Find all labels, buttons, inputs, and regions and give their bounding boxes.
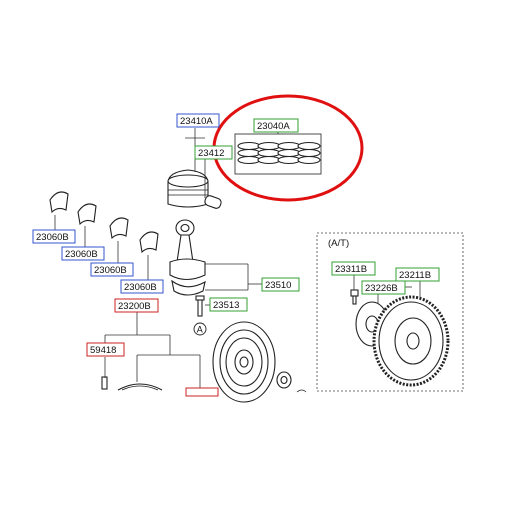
label-partial-red bbox=[185, 387, 219, 397]
label-23226B: 23226B bbox=[361, 280, 406, 295]
label-23311B-text: 23311B bbox=[335, 264, 367, 275]
label-23510-text: 23510 bbox=[265, 280, 291, 291]
label-23060B-4-text: 23060B bbox=[124, 282, 157, 293]
piston-ring-set bbox=[234, 133, 322, 175]
label-23060B-2: 23060B bbox=[61, 246, 105, 261]
label-23060B-1: 23060B bbox=[32, 229, 76, 244]
label-59418-text: 59418 bbox=[90, 345, 116, 356]
label-23513: 23513 bbox=[209, 297, 248, 312]
label-23311B: 23311B bbox=[331, 261, 376, 276]
callout-a: A bbox=[193, 322, 207, 336]
label-23412: 23412 bbox=[194, 145, 233, 160]
leader-lines bbox=[54, 128, 421, 388]
at-inset-frame bbox=[316, 232, 464, 392]
label-23200B: 23200B bbox=[114, 298, 159, 313]
label-23211B: 23211B bbox=[395, 267, 440, 282]
piston bbox=[167, 169, 222, 209]
label-23412-text: 23412 bbox=[198, 148, 224, 159]
bearing-shells bbox=[49, 191, 159, 254]
label-23040A-text: 23040A bbox=[257, 121, 290, 132]
callout-a-letter: A bbox=[197, 325, 203, 335]
crankshaft bbox=[101, 376, 163, 391]
label-23513-text: 23513 bbox=[213, 300, 239, 311]
connecting-rod bbox=[169, 219, 206, 317]
label-23040A: 23040A bbox=[253, 118, 299, 133]
damper-pulley bbox=[212, 321, 307, 403]
label-23410A: 23410A bbox=[176, 113, 220, 128]
label-23410A-text: 23410A bbox=[180, 116, 213, 127]
label-59418: 59418 bbox=[86, 342, 125, 357]
label-23060B-1-text: 23060B bbox=[36, 232, 69, 243]
label-23060B-4: 23060B bbox=[120, 279, 164, 294]
label-23211B-text: 23211B bbox=[399, 270, 431, 281]
label-23060B-2-text: 23060B bbox=[65, 249, 98, 260]
label-23060B-3-text: 23060B bbox=[94, 265, 127, 276]
label-23060B-3: 23060B bbox=[90, 262, 134, 277]
label-23200B-text: 23200B bbox=[118, 301, 151, 312]
label-23510: 23510 bbox=[261, 277, 300, 292]
at-inset-title: (A/T) bbox=[328, 238, 349, 249]
label-23226B-text: 23226B bbox=[365, 283, 398, 294]
flexplate bbox=[350, 289, 450, 387]
